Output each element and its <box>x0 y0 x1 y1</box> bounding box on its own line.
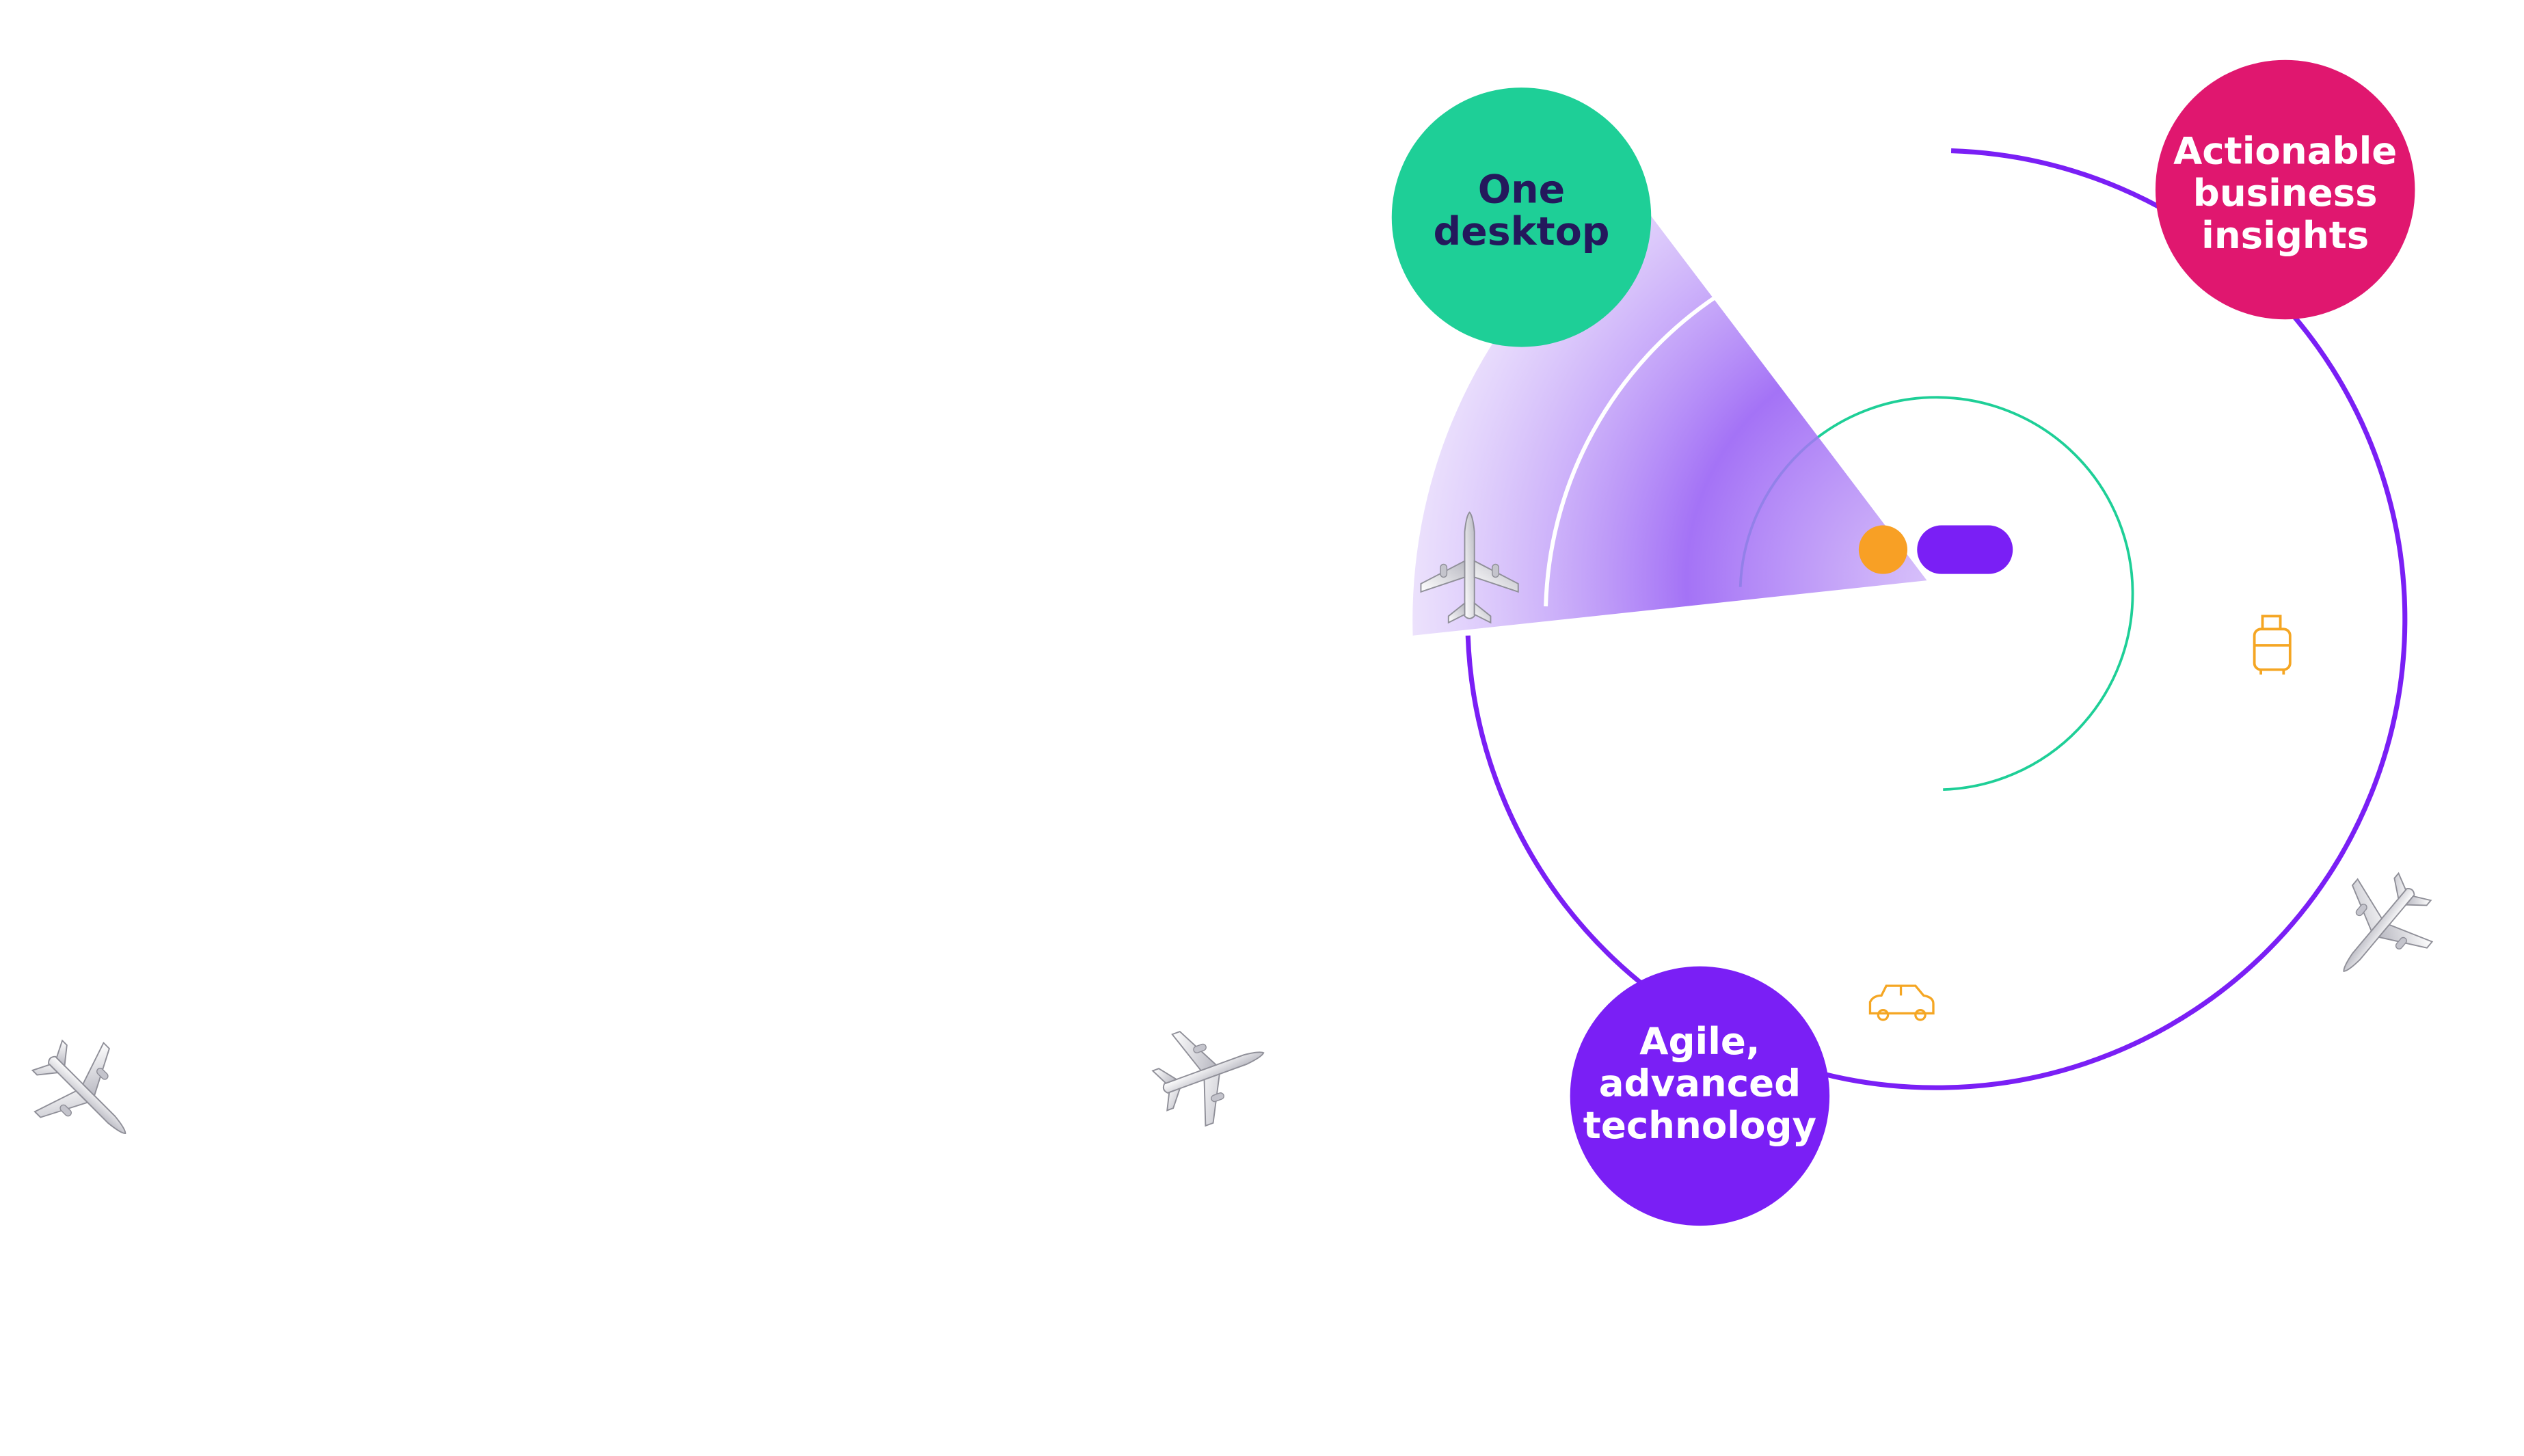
technology-label-line-3: technology <box>1583 1103 1816 1147</box>
car-icon <box>1868 984 1935 1021</box>
technology-bubble: Agile, advanced technology <box>1570 966 1830 1226</box>
one-desktop-bubble: One desktop <box>1391 87 1652 347</box>
orange-dot <box>1858 525 1908 574</box>
insights-label-line-3: insights <box>2201 213 2369 257</box>
technology-label-line-1: Agile, <box>1639 1019 1760 1063</box>
luggage-icon <box>2253 615 2292 675</box>
one-desktop-label-line-2: desktop <box>1433 209 1609 254</box>
technology-label-line-2: advanced <box>1599 1061 1801 1105</box>
insights-bubble: Actionable business insights <box>2155 59 2415 320</box>
airplane-icon <box>12 1020 161 1169</box>
radar-sweep-line <box>1544 295 1717 607</box>
insights-label-line-1: Actionable <box>2173 129 2397 173</box>
airplane-icon <box>1142 1006 1281 1137</box>
insights-label-line-2: business <box>2193 171 2378 215</box>
one-desktop-label-line-1: One <box>1478 167 1565 212</box>
purple-pill <box>1917 525 2013 574</box>
